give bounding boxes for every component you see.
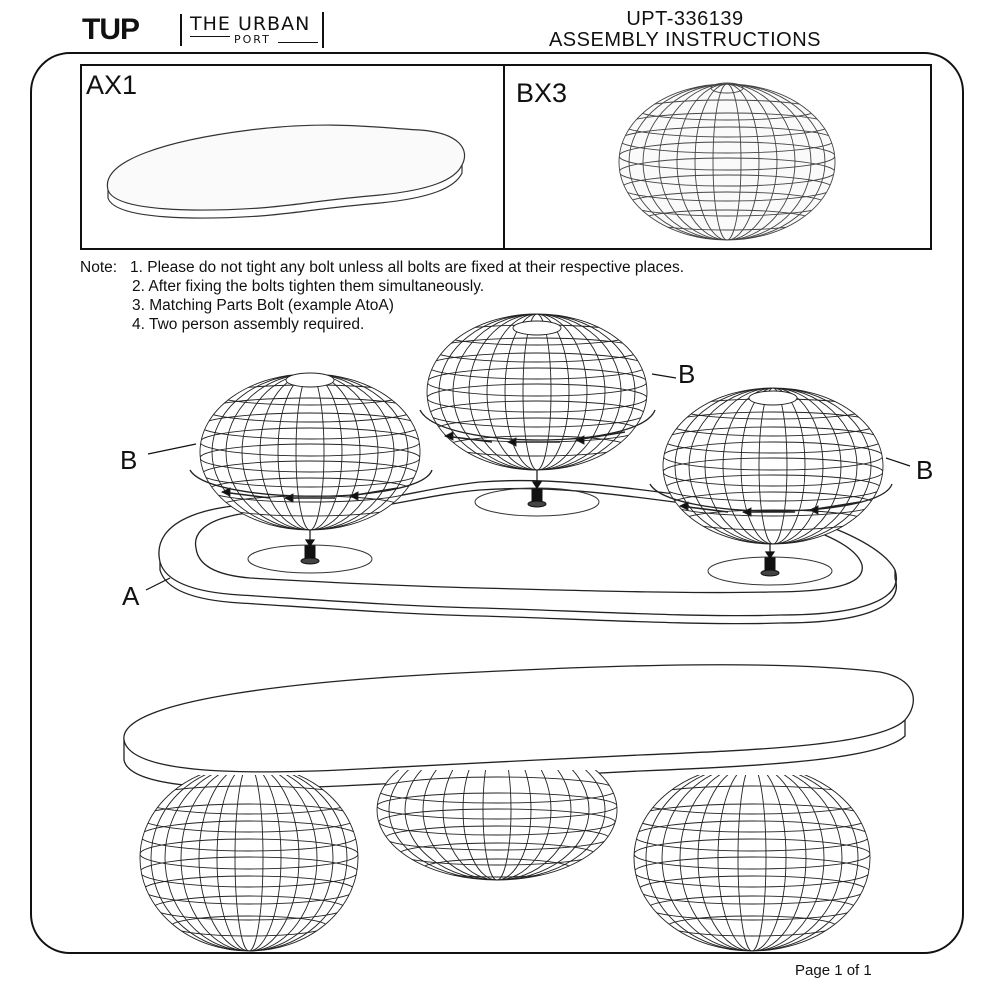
- note-heading: Note:: [80, 259, 118, 276]
- ball-left: [189, 372, 433, 531]
- assembled-ball-center: [376, 770, 618, 881]
- part-label-a: AX1: [86, 70, 138, 100]
- brand-mark: TUP: [82, 13, 140, 46]
- callout-b-center: B: [678, 359, 696, 389]
- kidney-tabletop-icon: [106, 124, 466, 219]
- note-item: 2. After fixing the bolts tighten them s…: [132, 278, 485, 295]
- ball-center: [419, 313, 656, 471]
- page-frame: [30, 52, 964, 954]
- leader-lines: [145, 373, 911, 591]
- brand-logo: TUP THE URBAN PORT: [82, 12, 342, 52]
- part-label-b: BX3: [516, 78, 568, 108]
- logo-divider: [180, 14, 182, 46]
- bolt-icon: [300, 488, 780, 577]
- note-item: 1. Please do not tight any bolt unless a…: [130, 259, 685, 276]
- callout-a: A: [122, 581, 140, 611]
- logo-rule: [190, 36, 230, 37]
- parts-divider: [503, 64, 505, 250]
- assembled-ball-right: [633, 775, 871, 952]
- page-number: Page 1 of 1: [795, 962, 872, 979]
- callout-b-right: B: [916, 455, 934, 485]
- note-item: 4. Two person assembly required.: [132, 316, 365, 333]
- logo-rule: [278, 42, 318, 43]
- document-code: UPT-336139: [626, 8, 744, 30]
- brand-sub: PORT: [234, 33, 271, 46]
- sphere-leg-icon: [618, 82, 836, 241]
- arrow-down-icon: [304, 470, 776, 560]
- assembled-ball-left: [139, 775, 359, 952]
- logo-divider: [322, 12, 324, 48]
- callout-b-left: B: [120, 445, 138, 475]
- parts-list: [80, 64, 932, 250]
- brand-name: THE URBAN: [190, 13, 311, 35]
- note-item: 3. Matching Parts Bolt (example AtoA): [132, 297, 394, 314]
- assembled-tabletop: [123, 664, 914, 789]
- document-title: ASSEMBLY INSTRUCTIONS: [548, 29, 822, 51]
